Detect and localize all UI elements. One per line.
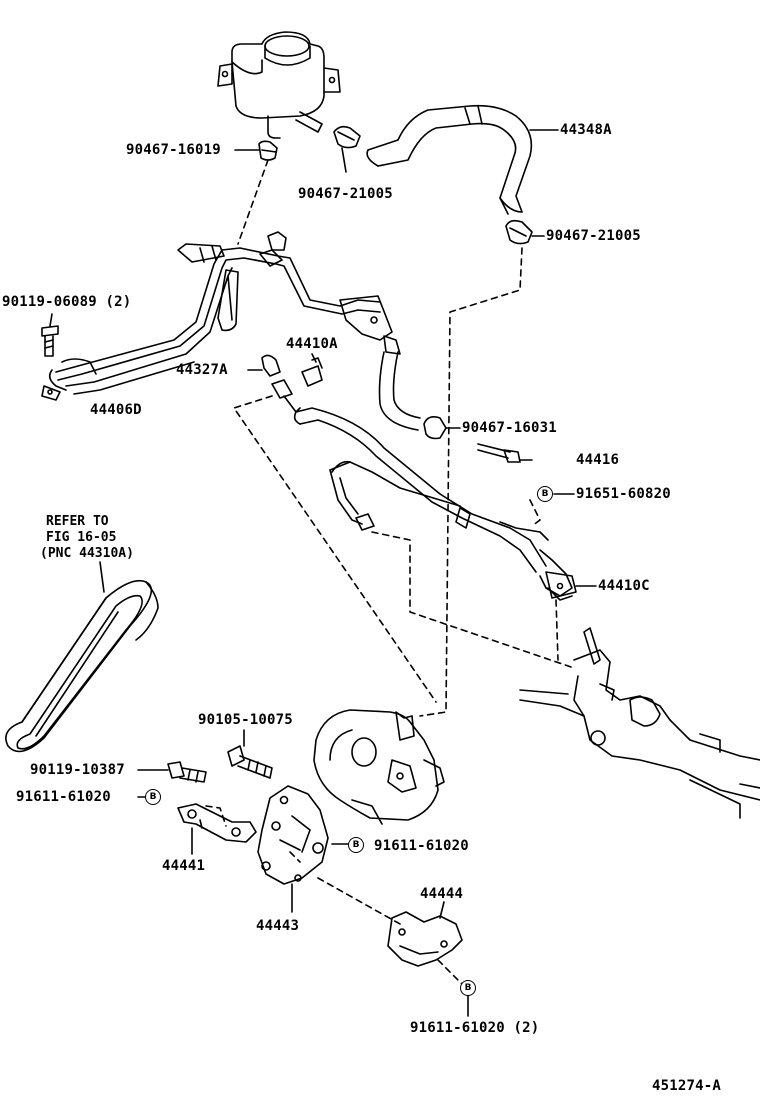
clamp-44327a (261, 354, 281, 377)
label-90119-10387: 90119-10387 (30, 762, 125, 778)
tube-fitting (271, 379, 301, 413)
pressure-line (293, 407, 573, 601)
clamp-90467-21005-right (505, 219, 533, 245)
diagram-id: 451274-A (652, 1078, 722, 1094)
label-44410a: 44410A (286, 336, 338, 352)
b-marker-gasket: B (537, 486, 553, 502)
union-bolt-44416 (477, 443, 521, 463)
label-44416: 44416 (576, 452, 620, 468)
refer-note-line3: (PNC 44310A) (40, 546, 134, 561)
clamp-44410a (301, 357, 323, 387)
label-90467-16019: 90467-16019 (126, 142, 221, 158)
label-90467-21005-top: 90467-21005 (298, 186, 393, 202)
label-91611-61020-bottom: 91611-61020 (2) (410, 1020, 540, 1036)
refer-note-line2: FIG 16-05 (46, 530, 117, 545)
v-belt (5, 579, 159, 753)
label-90119-06089: 90119-06089 (2) (2, 294, 132, 310)
bolt-90119-06089 (41, 325, 59, 357)
label-44444: 44444 (420, 886, 464, 902)
bracket-44441 (177, 803, 257, 843)
label-44441: 44441 (162, 858, 206, 874)
power-steering-pump (313, 709, 445, 825)
dashed-leaders (205, 159, 575, 989)
bracket-44443 (257, 785, 329, 885)
label-90467-16031: 90467-16031 (462, 420, 557, 436)
label-44406d: 44406D (90, 402, 142, 418)
tube-assembly-44406d (41, 231, 381, 401)
label-44410c: 44410C (598, 578, 650, 594)
clamp-90467-16031 (423, 416, 447, 440)
b-marker-washer-mid: B (348, 837, 364, 853)
label-44348a: 44348A (560, 122, 612, 138)
b-marker-washer-left: B (145, 789, 161, 805)
b-marker-washer-bottom: B (460, 980, 476, 996)
return-flex-hose (378, 351, 421, 431)
tube-bracket-upper (339, 295, 401, 355)
clamp-90467-21005-top (333, 125, 361, 149)
bracket-44410c (545, 571, 577, 599)
bolt-90119-10387 (167, 761, 207, 783)
clamp-90467-16019 (258, 140, 278, 161)
label-90105-10075: 90105-10075 (198, 712, 293, 728)
label-91651-60820: 91651-60820 (576, 486, 671, 502)
label-91611-61020-mid: 91611-61020 (374, 838, 469, 854)
return-hose-44348a (366, 104, 533, 215)
refer-note-line1: REFER TO (46, 514, 109, 529)
reservoir-tank (217, 31, 341, 139)
label-44327a: 44327A (176, 362, 228, 378)
label-91611-61020-left: 91611-61020 (16, 789, 111, 805)
label-44443: 44443 (256, 918, 300, 934)
label-90467-21005-right: 90467-21005 (546, 228, 641, 244)
bracket-44444 (387, 911, 463, 967)
steering-gear (519, 627, 760, 819)
bolt-90105-10075 (227, 745, 273, 779)
